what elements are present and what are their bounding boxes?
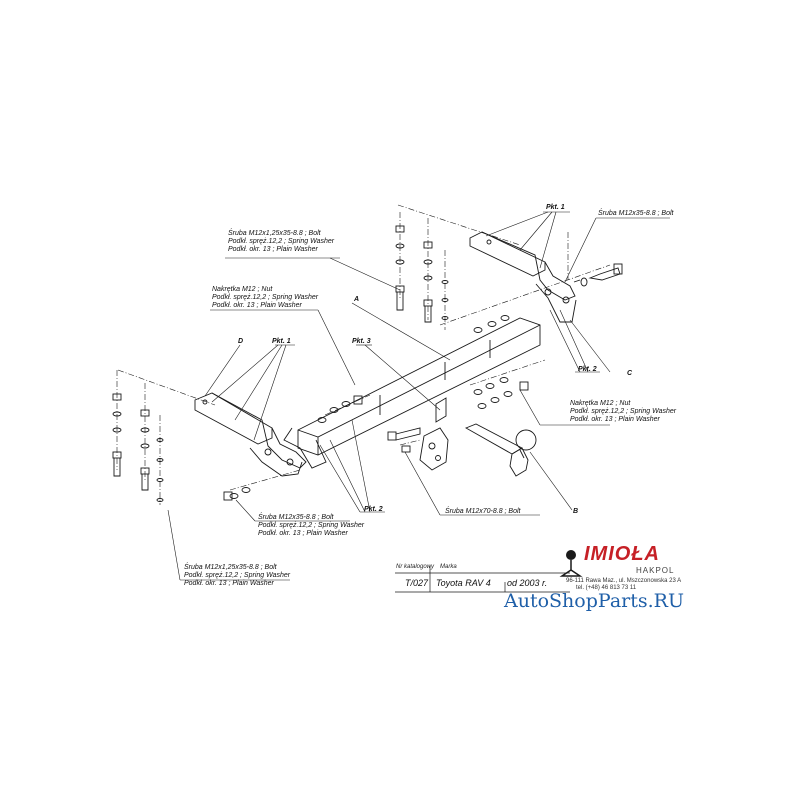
note-line: Śruba M12x1,25x35-8.8 ; Bolt — [228, 230, 321, 237]
marker-c: C — [627, 370, 633, 377]
brand-logo-sub: HAKPOL — [636, 566, 675, 575]
note-line: Podkł. spręż.12,2 ; Spring Washer — [228, 238, 335, 245]
note-line: Podkł. okr. 13 ; Plain Washer — [184, 580, 274, 587]
marker-a: A — [354, 296, 360, 303]
marker-pkt2-right: Pkt. 2 — [578, 366, 597, 373]
brand-logo: IMIOŁA — [584, 543, 660, 565]
assembly-axes — [116, 212, 569, 505]
note-line: Podkł. spręż.12,2 ; Spring Washer — [258, 522, 365, 529]
note-nut-left: Nakrętka M12 ; Nut Podkł. spręż.12,2 ; S… — [212, 286, 318, 310]
note-line: Podkł. okr. 13 ; Plain Washer — [212, 302, 302, 309]
hardware-top — [395, 225, 623, 333]
title-block — [395, 566, 570, 593]
note-line: Nakrętka M12 ; Nut — [570, 400, 631, 407]
crossbar-a — [283, 317, 541, 469]
note-line: Podkł. spręż.12,2 ; Spring Washer — [212, 294, 319, 301]
note-line: Podkł. okr. 13 ; Plain Washer — [570, 416, 660, 423]
vehicle-year: od 2003 r. — [507, 578, 548, 588]
note-top-right: Śruba M12x35-8.8 ; Bolt — [598, 210, 674, 218]
marker-pkt2-bottom: Pkt. 2 — [364, 506, 383, 513]
note-bolt-bottom-left: Śruba M12x1,25x35-8.8 ; Bolt Podkł. sprę… — [184, 564, 290, 588]
hardware-right — [473, 377, 529, 409]
note-line: Śruba M12x70-8.8 ; Bolt — [445, 508, 521, 515]
make-header: Marka — [440, 564, 457, 570]
watermark: AutoShopParts.RU — [504, 590, 684, 612]
catalog-number: T/027 — [405, 578, 429, 588]
marker-pkt1-left: Pkt. 1 — [272, 338, 291, 345]
hardware-left — [112, 393, 363, 502]
note-top-mid: Śruba M12x1,25x35-8.8 ; Bolt Podkł. sprę… — [228, 230, 334, 254]
note-line: Podkł. okr. 13 ; Plain Washer — [258, 530, 348, 537]
note-line: Śruba M12x35-8.8 ; Bolt — [258, 514, 334, 521]
note-line: Podkł. spręż.12,2 ; Spring Washer — [570, 408, 677, 415]
marker-pkt1-top: Pkt. 1 — [546, 204, 565, 211]
catalog-header: Nr katalogowy — [396, 564, 435, 570]
note-line: Śruba M12x1,25x35-8.8 ; Bolt — [184, 564, 277, 571]
note-line: Podkł. spręż.12,2 ; Spring Washer — [184, 572, 291, 579]
marker-pkt3: Pkt. 3 — [352, 338, 371, 345]
note-bolt-center: Śruba M12x70-8.8 ; Bolt — [445, 508, 521, 516]
hardware-center-bolt — [387, 427, 421, 453]
leader-lines — [167, 211, 670, 581]
note-line: Śruba M12x35-8.8 ; Bolt — [598, 210, 674, 217]
marker-b: B — [573, 508, 579, 515]
vehicle-model: Toyota RAV 4 — [436, 578, 491, 588]
note-line: Podkł. okr. 13 ; Plain Washer — [228, 246, 318, 253]
tow-ball-b — [419, 397, 537, 477]
note-nut-right: Nakrętka M12 ; Nut Podkł. spręż.12,2 ; S… — [570, 400, 676, 424]
marker-d: D — [238, 338, 244, 345]
brand-phone: tel. (+48) 46 813 73 11 — [576, 585, 637, 591]
note-line: Nakrętka M12 ; Nut — [212, 286, 273, 293]
logo-ball-icon — [559, 550, 583, 577]
note-bolt-lower: Śruba M12x35-8.8 ; Bolt Podkł. spręż.12,… — [258, 514, 364, 538]
brand-address: 96-111 Rawa Maz., ul. Mszczonowska 23 A — [566, 578, 682, 584]
bracket-d — [194, 392, 307, 477]
bracket-c — [469, 231, 577, 323]
